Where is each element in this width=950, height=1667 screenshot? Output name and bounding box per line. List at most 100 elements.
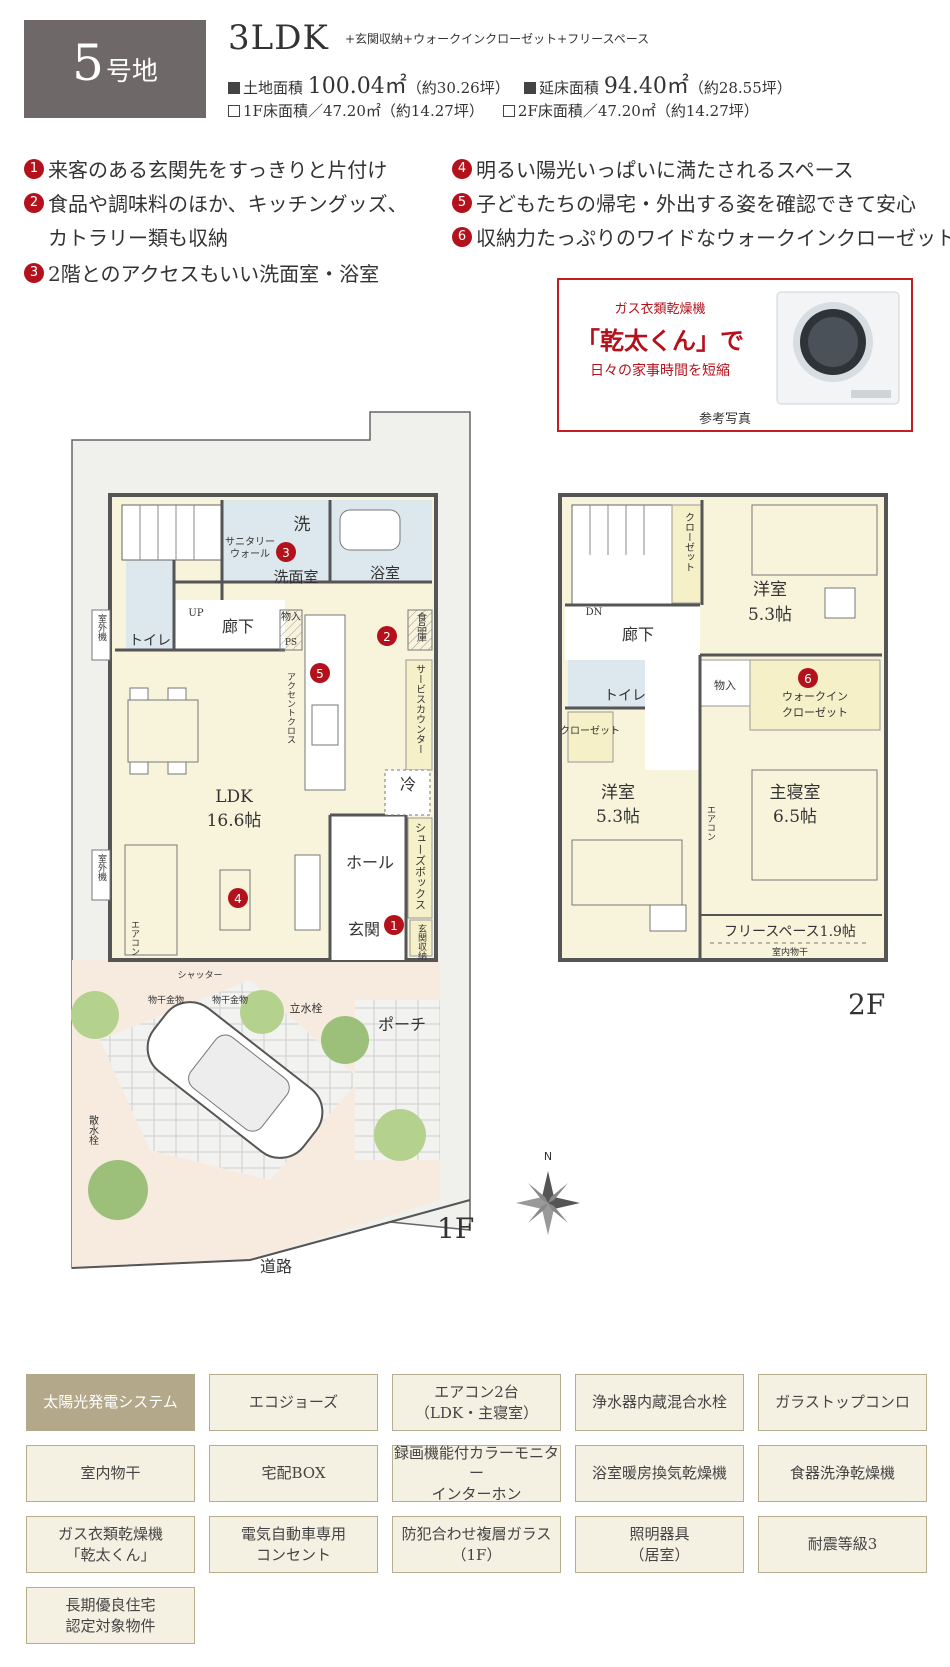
label-western1: 洋室 [753,580,787,600]
stairs-2f [571,504,673,606]
desk-western1 [824,587,856,619]
label-master-size: 6.5帖 [773,807,817,827]
stairs-1f [121,504,223,561]
feature-text-cont: カトラリー類も収納 [48,226,228,250]
label-washer: 洗 [294,515,311,535]
label-master: 主寝室 [770,782,821,803]
label-shoebox: シューズボックス [414,822,427,910]
tv-board [294,854,321,931]
equip-item: エコジョーズ [209,1374,378,1431]
equip-item: エアコン2台 （LDK・主寝室） [392,1374,561,1431]
plan-2f: 6 洋室 5.3帖 洋室 5.3帖 主寝室 6.5帖 廊下 DN トイレ 物入 … [558,493,888,962]
label-hanger2: 物干金物 [212,994,248,1006]
outdoor-unit-1 [91,609,111,661]
feature-2-cont: カトラリー類も収納 [24,222,228,251]
storage-hatch [279,609,303,651]
label-up: UP [188,608,203,619]
corridor-2f-fill [565,605,700,660]
label-bath: 浴室 [370,564,400,582]
tree [71,991,119,1039]
sofa [124,844,178,956]
equip-item: 録画機能付カラーモニター インターホン [392,1444,561,1503]
equip-item: 長期優良住宅 認定対象物件 [26,1587,195,1644]
feature-text: 食品や調味料のほか、キッチングッズ、 [48,192,408,216]
floor-area-tsubo: （約28.55坪） [688,79,792,97]
floor-area-label: 延床面積 [539,79,600,97]
equip-item: 浄水器内蔵混合水栓 [575,1374,744,1431]
label-indoor-dry: 室内物干 [772,946,808,958]
label-corridor-1f: 廊下 [222,617,254,636]
dryer-photo [776,291,900,405]
closet1-shape [671,504,703,604]
land-area-value: 100.04㎡ [307,74,407,99]
label-hanger1: 物干金物 [148,994,184,1006]
toilet-2f-fill [568,660,645,708]
empty-square-icon [502,105,515,117]
f1-area: 1F床面積／47.20㎡（約14.27坪） [243,102,484,120]
number-badge: 6 [452,226,472,247]
shoebox-shape [407,817,433,919]
label-storage-2f: 物入 [714,678,736,692]
marker-4: 4 [234,892,242,906]
plan-extra: +玄関収納+ウォークインクローゼット+フリースペース [345,32,650,46]
label-accent: アクセントクロス [285,672,296,744]
floor-plans: 3 2 5 4 1 LDK 16.6帖 洗面室 サニタリー ウォール 洗 浴室 … [71,411,888,1276]
dryer-line1: ガス衣類乾燥機 [614,302,706,317]
empty-square-icon [228,105,240,117]
corridor-2f-fill2 [645,660,700,770]
tree [374,1109,426,1161]
label-ldk: LDK [215,787,253,807]
lot-number: 5 [72,34,104,92]
label-porch: ポーチ [378,1015,426,1034]
bed-western1 [751,504,878,576]
dining-table [127,699,199,763]
label-toilet: トイレ [129,633,171,649]
label-closet1: クローゼット [683,512,695,572]
label-ps: PS [285,638,297,648]
dryer-line3: 日々の家事時間を短縮 [590,363,730,379]
feature-text: 子どもたちの帰宅・外出する姿を確認できて安心 [476,192,916,216]
label-sanitary2: ウォール [230,548,270,560]
label-outdoor1: 室外機 [96,613,107,642]
floor-label-2f: 2F [848,988,886,1021]
label-wash: 洗面室 [273,568,318,586]
lot-badge: 5 号地 [24,20,206,118]
equip-item: 宅配BOX [209,1445,378,1502]
marker-2: 2 [383,630,391,644]
kitchen-counter [304,614,346,791]
label-walkin: ウォークイン [782,690,848,703]
label-western2-size: 5.3帖 [596,807,640,827]
number-badge: 2 [24,192,44,213]
equip-item: 耐震等級3 [758,1516,927,1573]
feature-text: 収納力たっぷりのワイドなウォークインクローゼット [476,226,950,250]
closet2-shape [567,711,614,763]
land-area-tsubo: （約30.26坪） [406,79,510,97]
label-western1-size: 5.3帖 [748,605,792,625]
equip-item: 浴室暖房換気乾燥機 [575,1445,744,1502]
label-storage-1f: 物入 [281,610,301,623]
plan-1f: 3 2 5 4 1 LDK 16.6帖 洗面室 サニタリー ウォール 洗 浴室 … [71,411,580,1276]
equip-item: ガス衣類乾燥機 「乾太くん」 [26,1516,195,1573]
number-badge: 3 [24,262,44,283]
marker-1: 1 [390,919,398,933]
equip-item: 防犯合わせ複層ガラス （1F） [392,1516,561,1573]
label-closet2: クローゼット [560,725,620,737]
area-line-floors: 1F床面積／47.20㎡（約14.27坪） 2F床面積／47.20㎡（約14.2… [228,100,759,121]
floor-area-value: 94.40㎡ [603,74,689,99]
label-genkan-storage: 玄関収納 [416,923,427,961]
label-fridge: 冷 [400,775,416,794]
bed-western2 [571,839,683,906]
marker-3: 3 [282,546,290,560]
tree [321,1016,369,1064]
sink [311,704,339,746]
wash-room-fill [222,500,330,582]
label-toilet-2f: トイレ [604,688,646,704]
label-road: 道路 [260,1257,292,1276]
label-aircon-1f: エアコン [129,920,140,956]
equip-item: 太陽光発電システム [26,1374,195,1431]
dryer-promo: ガス衣類乾燥機 「乾太くん」で 日々の家事時間を短縮 参考写真 [557,278,913,432]
pantry-hatch [407,609,433,651]
